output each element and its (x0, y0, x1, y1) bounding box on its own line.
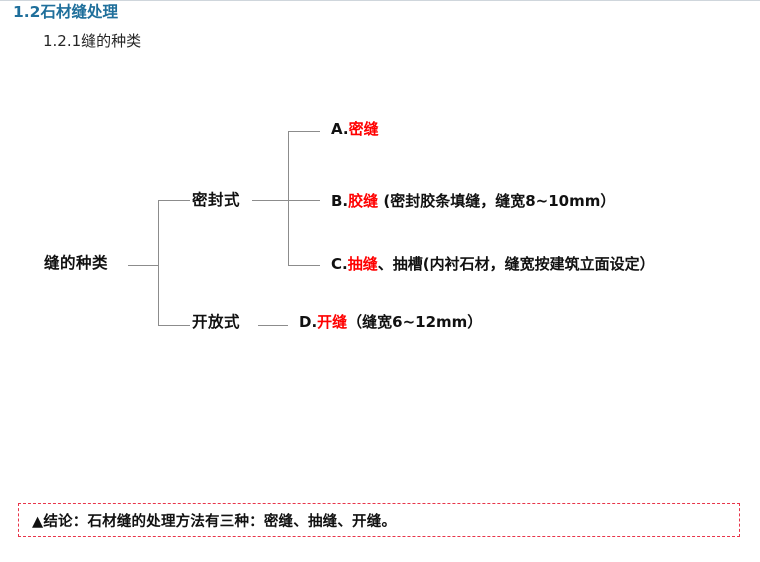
tree-leaf-a: A.密缝 (331, 122, 379, 137)
conclusion-box: ▲结论：石材缝的处理方法有三种：密缝、抽缝、开缝。 (18, 503, 740, 537)
tree-connector-open-to-leaf-d (258, 325, 288, 326)
conclusion-text: ▲结论：石材缝的处理方法有三种：密缝、抽缝、开缝。 (32, 513, 397, 530)
tree-leaf-c: C.抽缝、抽槽(内衬石材，缝宽按建筑立面设定） (331, 257, 655, 272)
tree-connector-sealed-stem (252, 200, 288, 201)
leaf-c-marker: C. (331, 255, 348, 273)
leaf-a-keyword: 密缝 (348, 120, 379, 138)
leaf-c-keyword: 抽缝 (347, 255, 378, 273)
top-divider (0, 0, 760, 1)
tree-root-label: 缝的种类 (44, 254, 109, 272)
tree-leaf-b: B.胶缝 (密封胶条填缝，缝宽8~10mm） (331, 194, 615, 209)
tree-connector-to-open (158, 325, 190, 326)
tree-branch-label-open: 开放式 (192, 313, 241, 331)
leaf-d-keyword: 开缝 (317, 313, 348, 331)
tree-connector-to-sealed (158, 200, 190, 201)
leaf-d-detail: （缝宽6~12mm） (347, 313, 483, 331)
tree-bracket-level2 (288, 131, 289, 265)
tree-connector-to-leaf-a (288, 131, 320, 132)
leaf-a-marker: A. (331, 120, 349, 138)
tree-connector-root-stem (128, 265, 158, 266)
tree-connector-to-leaf-b (288, 200, 320, 201)
leaf-c-detail: 、抽槽(内衬石材，缝宽按建筑立面设定） (377, 255, 655, 273)
section-subtitle: 1.2.1缝的种类 (43, 32, 142, 50)
leaf-b-marker: B. (331, 192, 349, 210)
leaf-b-keyword: 胶缝 (348, 192, 379, 210)
page-title: 1.2石材缝处理 (13, 3, 118, 21)
leaf-b-detail: (密封胶条填缝，缝宽8~10mm） (378, 192, 616, 210)
tree-connector-to-leaf-c (288, 265, 320, 266)
tree-leaf-d: D.开缝（缝宽6~12mm） (299, 315, 482, 330)
tree-bracket-level1 (158, 200, 159, 325)
leaf-d-marker: D. (299, 313, 318, 331)
tree-branch-label-sealed: 密封式 (192, 191, 241, 209)
